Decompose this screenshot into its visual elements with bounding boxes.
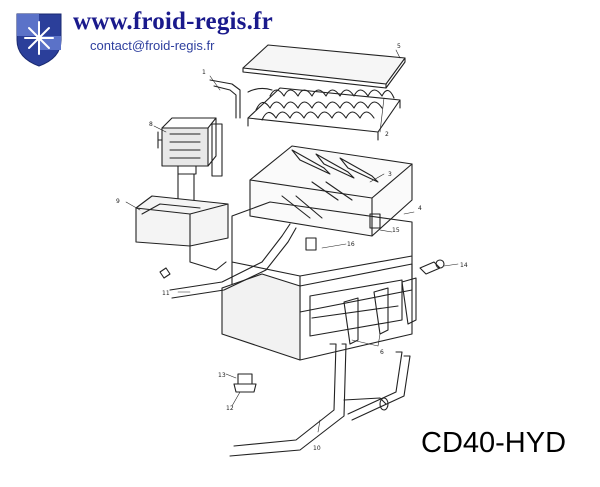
part-label-1: 1 <box>202 69 206 76</box>
part-label-13: 13 <box>218 372 226 379</box>
overflow-hose <box>169 223 297 299</box>
baffles <box>343 277 417 345</box>
main-tank <box>249 145 413 251</box>
part-label-15: 15 <box>392 227 400 234</box>
part-label-16: 16 <box>347 241 355 248</box>
model-name: CD40-HYD <box>421 427 567 459</box>
drain-valve <box>233 373 257 393</box>
drain-pipe <box>229 343 411 457</box>
tank-front-panel <box>221 201 413 361</box>
part-label-8: 8 <box>149 121 153 128</box>
part-label-14: 14 <box>460 262 468 269</box>
evaporator-coil <box>247 87 401 141</box>
part-label-6: 6 <box>380 349 384 356</box>
site-url[interactable]: www.froid-regis.fr <box>73 8 273 35</box>
part-label-11: 11 <box>162 290 170 297</box>
small-tube <box>209 79 241 119</box>
part-label-3: 3 <box>388 171 392 178</box>
drain-fitting <box>419 259 445 275</box>
water-reservoir <box>135 195 229 279</box>
part-label-9: 9 <box>116 198 120 205</box>
part-label-2: 2 <box>385 131 389 138</box>
lid-plate <box>242 44 406 89</box>
leader-lines <box>125 49 459 433</box>
contact-email[interactable]: contact@froid-regis.fr <box>90 38 215 53</box>
part-label-5: 5 <box>397 43 401 50</box>
pump-motor <box>157 117 223 177</box>
part-label-4: 4 <box>418 205 422 212</box>
part-label-10: 10 <box>313 445 321 452</box>
part-label-12: 12 <box>226 405 234 412</box>
snowflake-shield-icon <box>16 13 62 67</box>
